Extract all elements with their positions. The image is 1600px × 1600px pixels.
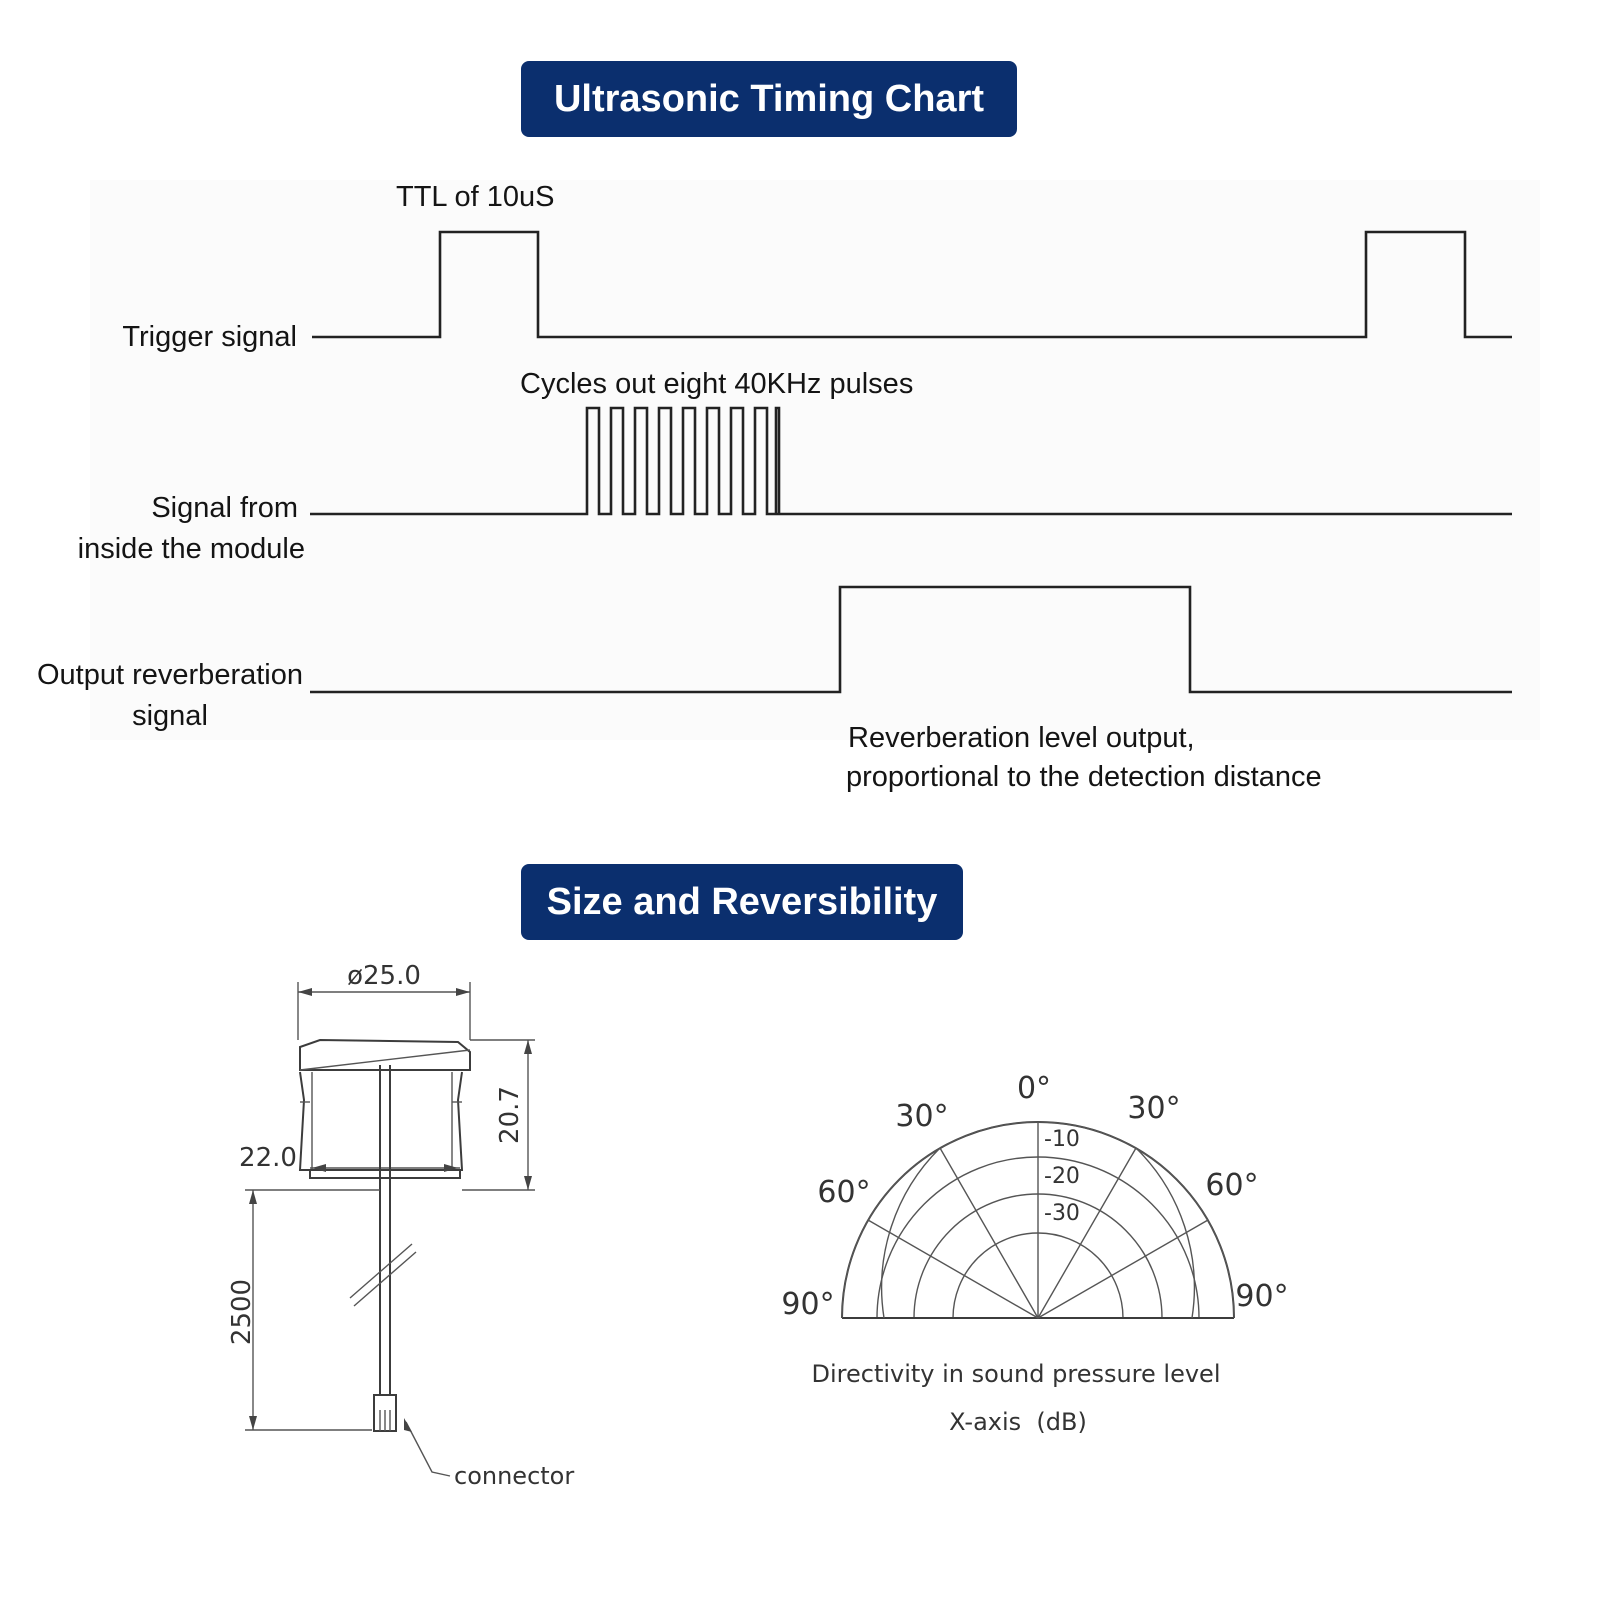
output-signal-label-line1: Output reverberation	[37, 659, 303, 691]
timing-chart-area	[90, 180, 1540, 740]
ring-label-10: -10	[1044, 1127, 1080, 1152]
output-reverberation-wave	[310, 585, 1512, 694]
height-dimension: 20.7	[495, 1086, 525, 1144]
ring-label-30: -30	[1044, 1201, 1080, 1226]
angle-label-60-right: 60°	[1205, 1168, 1258, 1203]
ring-label-20: -20	[1044, 1164, 1080, 1189]
timing-chart-title-banner: Ultrasonic Timing Chart	[521, 61, 1017, 137]
trigger-signal-label: Trigger signal	[122, 321, 297, 353]
internal-pulse-wave	[310, 406, 1512, 516]
directivity-polar-diagram: -10 -20 -30 0° 30° 30° 60° 60° 90° 90° D…	[781, 1071, 1288, 1436]
angle-label-60-left: 60°	[817, 1175, 870, 1210]
connector-label: connector	[454, 1462, 574, 1490]
size-reversibility-title-banner: Size and Reversibility	[521, 864, 963, 940]
directivity-caption-line2: X-axis (dB)	[949, 1408, 1087, 1436]
reverberation-note-line2: proportional to the detection distance	[846, 761, 1322, 793]
output-signal-label-line2: signal	[132, 700, 208, 732]
reverberation-note-line1: Reverberation level output,	[848, 722, 1195, 754]
inner-dimension: 22.0	[239, 1143, 297, 1173]
angle-label-90-right: 90°	[1235, 1279, 1288, 1314]
directivity-caption-line1: Directivity in sound pressure level	[812, 1360, 1221, 1388]
timing-waveforms	[310, 230, 1512, 694]
trigger-signal-wave	[312, 230, 1512, 339]
pulses-label: Cycles out eight 40KHz pulses	[520, 368, 914, 400]
cable-length-dimension: 2500	[227, 1279, 257, 1345]
ttl-pulse-label: TTL of 10uS	[396, 181, 555, 213]
angle-label-0: 0°	[1017, 1071, 1051, 1106]
internal-signal-label-line1: Signal from	[151, 492, 298, 524]
sensor-dimension-drawing: ø25.0 20.7 22.0	[227, 961, 574, 1490]
internal-signal-label-line2: inside the module	[77, 533, 305, 565]
angle-label-30-left: 30°	[895, 1099, 948, 1134]
angle-label-30-right: 30°	[1127, 1091, 1180, 1126]
diameter-dimension: ø25.0	[347, 961, 421, 991]
angle-label-90-left: 90°	[781, 1287, 834, 1322]
